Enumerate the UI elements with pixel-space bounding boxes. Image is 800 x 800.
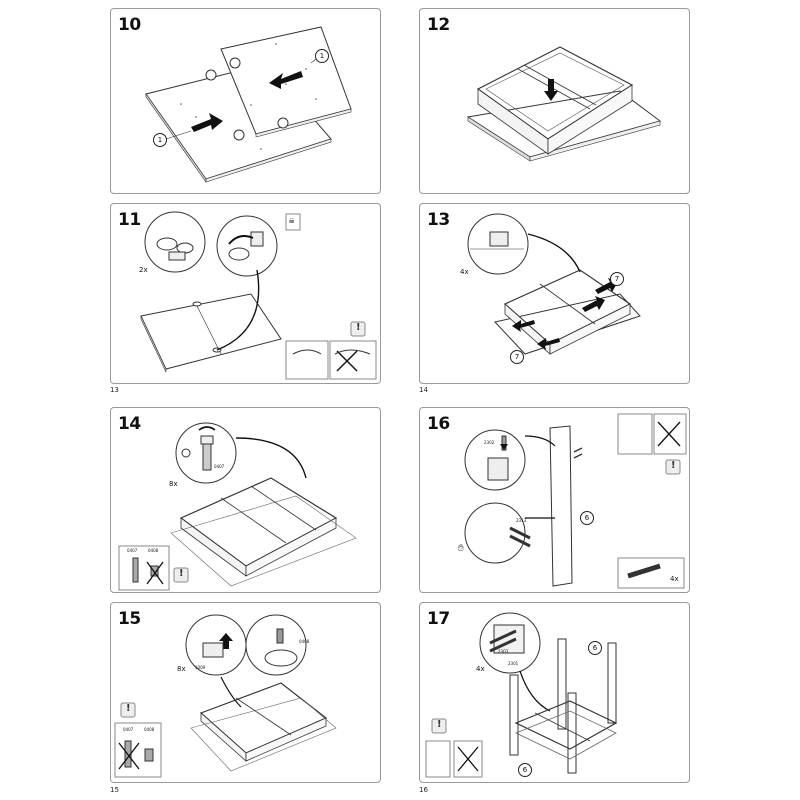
step-12-illustration [466, 46, 662, 162]
part-callout: 6 [518, 763, 532, 777]
step-13-panel: 13 4x 7 7 [419, 203, 690, 384]
part-code: 0407 [127, 548, 138, 553]
step-13-illustration [467, 213, 641, 355]
step-10-illustration [145, 26, 352, 183]
step-number: 13 [427, 210, 450, 230]
step-number: 17 [427, 609, 450, 629]
step-16-illustration [464, 413, 687, 589]
part-code: 2313 [516, 518, 527, 523]
step-number: 14 [118, 414, 141, 434]
quantity-multiplier: 8x [177, 665, 186, 673]
quantity-multiplier: 2x [139, 266, 148, 274]
page-number: 15 [110, 786, 119, 794]
step-11-panel: 11 2x 🔒︎ ! [110, 203, 381, 384]
page-number: 14 [419, 386, 428, 394]
part-callout: 6 [580, 511, 594, 525]
part-callout: 1 [315, 49, 329, 63]
step-10-panel: 10 1 1 [110, 8, 381, 194]
part-code: 1009 [195, 665, 206, 670]
step-number: 16 [427, 414, 450, 434]
hand-icon: ✋︎ [458, 543, 464, 554]
step-number: 10 [118, 15, 141, 35]
step-number: 15 [118, 609, 141, 629]
lock-icon: 🔒︎ [289, 215, 295, 226]
quantity-label: 4x [670, 575, 679, 583]
part-code: 0407 [123, 727, 134, 732]
step-15-panel: 15 8x 1009 0408 0407 0408 ! [110, 602, 381, 783]
part-callout: 6 [588, 641, 602, 655]
part-code: 2303 [498, 649, 509, 654]
step-17-illustration [425, 612, 618, 778]
warning-icon: ! [437, 719, 442, 730]
warning-icon: ! [126, 703, 131, 714]
part-code: 0408 [299, 639, 310, 644]
warning-icon: ! [356, 322, 361, 333]
step-15-illustration [114, 614, 337, 778]
page-number: 16 [419, 786, 428, 794]
step-number: 12 [427, 15, 450, 35]
part-code: 0408 [148, 548, 159, 553]
step-14-illustration [118, 422, 357, 591]
quantity-multiplier: 4x [476, 665, 485, 673]
step-12-panel: 12 [419, 8, 690, 194]
part-callout: 1 [153, 133, 167, 147]
warning-icon: ! [671, 460, 676, 471]
step-16-panel: 16 2302 2313 6 4x ! ✋︎ [419, 407, 690, 593]
quantity-multiplier: 8x [169, 480, 178, 488]
part-code: 2302 [484, 440, 495, 445]
page-number: 13 [110, 386, 119, 394]
step-17-panel: 17 4x 2303 2301 6 6 ! [419, 602, 690, 783]
part-code: 0407 [214, 464, 225, 469]
part-code: 0408 [144, 727, 155, 732]
warning-icon: ! [179, 568, 184, 579]
part-callout: 7 [610, 272, 624, 286]
step-14-panel: 14 8x 0407 0407 0408 ! [110, 407, 381, 593]
step-number: 11 [118, 210, 141, 230]
quantity-multiplier: 4x [460, 268, 469, 276]
step-11-illustration [140, 211, 377, 380]
part-callout: 7 [510, 350, 524, 364]
part-code: 2301 [508, 661, 519, 666]
